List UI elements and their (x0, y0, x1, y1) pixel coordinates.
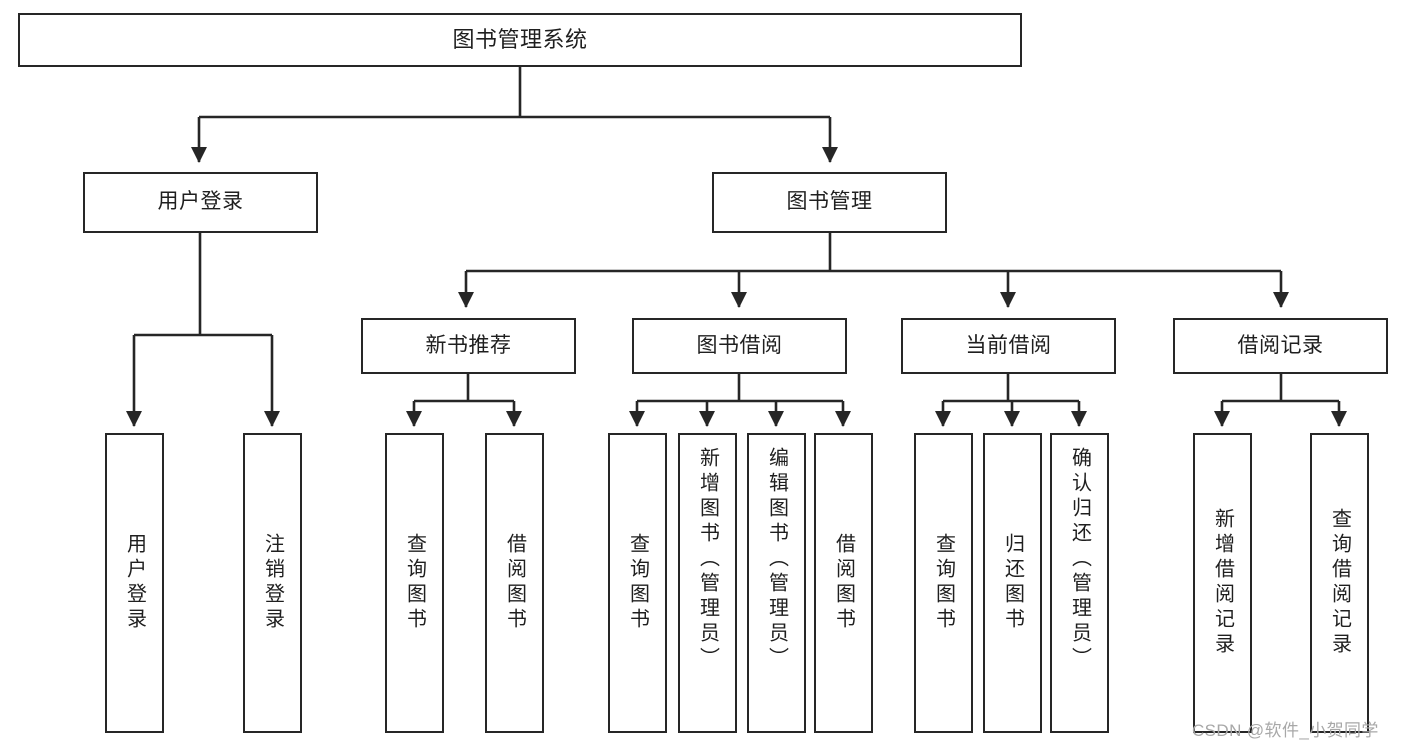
csdn-watermark: CSDN @软件_小贺同学 (1192, 721, 1379, 740)
node-label: 新增图书（管理员） (696, 447, 719, 672)
node-label: 注销登录 (261, 533, 284, 633)
leaf-logout-login[interactable]: 注销登录 (243, 433, 302, 733)
node-label: 借阅图书 (832, 533, 855, 633)
node-current-borrow[interactable]: 当前借阅 (901, 318, 1116, 374)
leaf-borrow-book-2[interactable]: 借阅图书 (814, 433, 873, 733)
node-label: 归还图书 (1001, 533, 1024, 633)
node-label: 借阅记录 (1237, 333, 1324, 357)
node-label: 新增借阅记录 (1211, 508, 1234, 658)
leaf-query-book-1[interactable]: 查询图书 (385, 433, 444, 733)
node-label: 查询图书 (403, 533, 426, 633)
node-label: 图书管理系统 (452, 27, 588, 53)
node-label: 新书推荐 (425, 333, 512, 357)
leaf-confirm-return[interactable]: 确认归还（管理员） (1050, 433, 1109, 733)
node-label: 借阅图书 (503, 533, 526, 633)
node-book-manage[interactable]: 图书管理 (712, 172, 947, 233)
leaf-add-book[interactable]: 新增图书（管理员） (678, 433, 737, 733)
node-label: 用户登录 (123, 533, 146, 633)
node-new-book-rec[interactable]: 新书推荐 (361, 318, 576, 374)
node-book-borrow[interactable]: 图书借阅 (632, 318, 847, 374)
node-user-login[interactable]: 用户登录 (83, 172, 318, 233)
leaf-edit-book[interactable]: 编辑图书（管理员） (747, 433, 806, 733)
node-label: 查询图书 (932, 533, 955, 633)
leaf-query-book-2[interactable]: 查询图书 (608, 433, 667, 733)
leaf-user-login[interactable]: 用户登录 (105, 433, 164, 733)
leaf-query-book-3[interactable]: 查询图书 (914, 433, 973, 733)
node-label: 查询借阅记录 (1328, 508, 1351, 658)
leaf-add-record[interactable]: 新增借阅记录 (1193, 433, 1252, 733)
leaf-borrow-book-1[interactable]: 借阅图书 (485, 433, 544, 733)
node-label: 当前借阅 (965, 333, 1052, 357)
node-label: 用户登录 (157, 190, 244, 214)
node-label: 查询图书 (626, 533, 649, 633)
leaf-return-book[interactable]: 归还图书 (983, 433, 1042, 733)
node-label: 确认归还（管理员） (1068, 447, 1091, 672)
leaf-query-record[interactable]: 查询借阅记录 (1310, 433, 1369, 733)
node-borrow-record[interactable]: 借阅记录 (1173, 318, 1388, 374)
node-label: 编辑图书（管理员） (765, 447, 788, 672)
node-label: 图书借阅 (696, 333, 783, 357)
node-root-system[interactable]: 图书管理系统 (18, 13, 1022, 67)
node-label: 图书管理 (786, 190, 873, 214)
